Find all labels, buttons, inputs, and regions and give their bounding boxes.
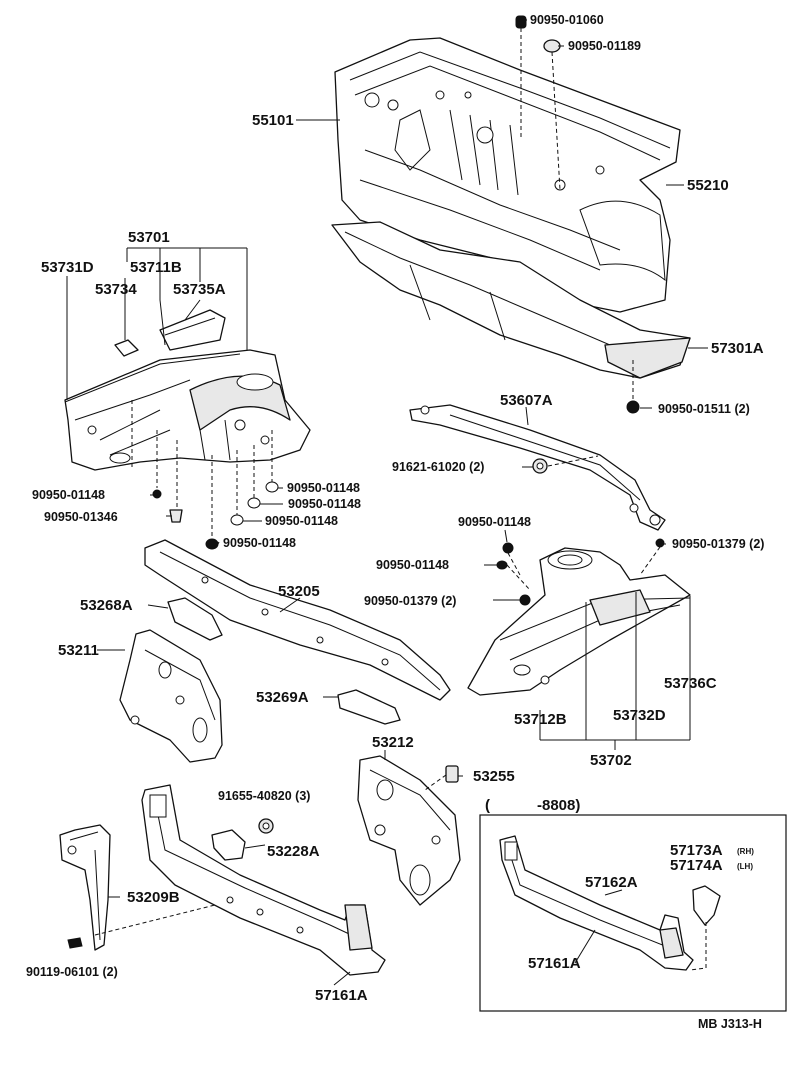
right-apron-53702 [467,547,691,696]
bracket-53269A [337,689,401,725]
label-90950-01346: 90950-01346 [44,510,118,524]
label-53607A: 53607A [500,392,553,409]
label-55210: 55210 [687,177,729,194]
grommet-90950-01148-f [205,538,219,550]
label-53209B: 53209B [127,889,180,906]
bracket-53209B [59,824,111,951]
bolt-90950-01148-g [502,542,514,554]
label-57174A: 57174A [670,857,723,874]
bolt-90950-01148-h [496,560,508,570]
lower-support-57161A [141,784,386,976]
inset-bracket-57173A [692,885,721,926]
plug-90950-01511 [626,400,640,414]
label-53228A: 53228A [267,843,320,860]
label-53734: 53734 [95,281,137,298]
inset-box [479,814,787,1012]
plug-90950-01346 [169,509,183,523]
label-53211: 53211 [58,642,99,659]
inset-lower-support-57161A [499,835,694,971]
label-90950-01148-e: 90950-01148 [265,514,338,528]
bracket-53228A [211,829,246,861]
label-53702: 53702 [590,752,632,769]
label-57174A-suffix: (LH) [737,862,753,871]
label-91655-40820: 91655-40820 (3) [218,789,310,803]
label-90950-01511: 90950-01511 (2) [658,402,750,416]
strut-53607A [409,404,666,531]
label-55101: 55101 [252,112,294,129]
label-90950-01148-h: 90950-01148 [376,558,449,572]
dash-panel-55101 [334,37,681,313]
label-90950-01379-b: 90950-01379 (2) [672,537,764,551]
label-53736C: 53736C [664,675,717,692]
clip-53255 [445,765,459,783]
label-ref-code: MB J313-H [698,1017,762,1031]
label-91621-61020: 91621-61020 (2) [392,460,484,474]
label-53269A: 53269A [256,689,309,706]
nut-91621-61020 [532,458,548,474]
label-53205: 53205 [278,583,320,600]
label-90119-06101: 90119-06101 (2) [26,965,118,979]
label-53268A: 53268A [80,597,133,614]
label-53712B: 53712B [514,711,567,728]
bolt-90119-06101 [67,937,83,949]
label-53732D: 53732D [613,707,666,724]
label-inset-open: ( [485,797,490,814]
label-53735A: 53735A [173,281,226,298]
label-57161A-inset: 57161A [528,955,581,972]
bracket-53735A [159,309,226,351]
grommet-90950-01148-d [247,497,261,509]
label-57173A: 57173A [670,842,723,859]
label-53701: 53701 [128,229,170,246]
side-panel-53212 [357,755,461,906]
upper-support-53205 [144,539,451,701]
grommet-90950-01148-e [230,514,244,526]
pad-53734 [114,339,139,357]
label-90950-01148-g: 90950-01148 [458,515,531,529]
bolt-90950-01148-left [152,489,162,499]
label-53711B: 53711B [130,259,182,276]
grommet-90950-01060 [515,15,527,29]
label-53255: 53255 [473,768,515,785]
left-apron-53701 [64,349,311,471]
bolt-90950-01379-a [519,594,531,606]
plug-90950-01189 [543,39,561,53]
bracket-53268A [167,597,223,641]
label-53212: 53212 [372,734,414,751]
label-57301A: 57301A [711,340,764,357]
label-57161A-main: 57161A [315,987,368,1004]
label-90950-01148-f: 90950-01148 [223,536,296,550]
bolt-90950-01379-b [655,538,665,548]
grommet-90950-01148-c [265,481,279,493]
cowl-panel-57301A [331,221,691,379]
label-57162A: 57162A [585,874,638,891]
label-53731D: 53731D [41,259,94,276]
label-57173A-suffix: (RH) [737,847,754,856]
side-panel-53211 [119,629,223,763]
label-90950-01379-a: 90950-01379 (2) [364,594,456,608]
nut-91655-40820 [258,818,274,834]
label-90950-01148-left: 90950-01148 [32,488,105,502]
label-90950-01148-c: 90950-01148 [287,481,360,495]
label-90950-01148-d: 90950-01148 [288,497,361,511]
label-90950-01060: 90950-01060 [530,13,604,27]
label-inset-range: -8808) [537,797,580,814]
label-90950-01189: 90950-01189 [568,39,641,53]
